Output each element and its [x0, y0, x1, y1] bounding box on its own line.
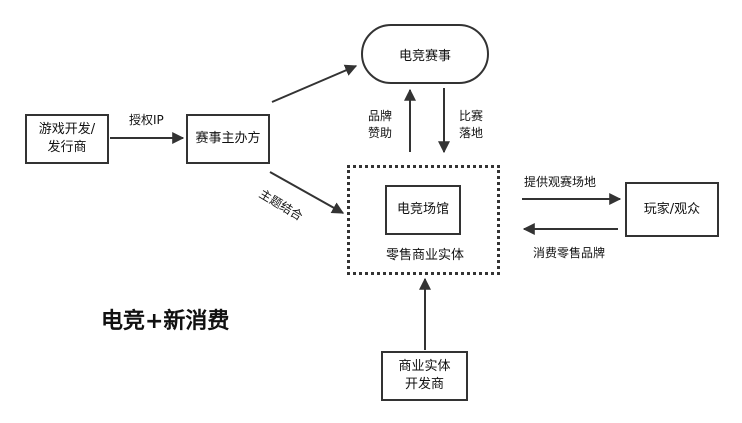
diagram-title: 电竞+新消费 [101, 309, 230, 334]
arrow-theme-combine [269, 171, 345, 214]
node-event-organizer: 赛事主办方 [186, 114, 270, 164]
node-players-label: 玩家/观众 [643, 201, 701, 217]
node-game-developer: 游戏开发/发行商 [25, 114, 109, 164]
node-esports-event: 电竞赛事 [361, 24, 489, 84]
node-esports-venue: 电竞场馆 [385, 185, 461, 235]
arrow-organizer-to-event [271, 64, 358, 103]
node-retail-developer-label: 商业实体开发商 [398, 359, 451, 392]
edge-label-consume-retail: 消费零售品牌 [533, 246, 606, 260]
edge-label-provide-venue: 提供观赛场地 [524, 175, 597, 189]
node-retail-developer: 商业实体开发商 [381, 351, 468, 401]
node-esports-event-label: 电竞赛事 [398, 48, 451, 64]
retail-entity-label: 零售商业实体 [386, 248, 465, 263]
node-esports-venue-label: 电竞场馆 [396, 202, 449, 217]
node-event-organizer-label: 赛事主办方 [195, 131, 261, 146]
edge-label-license-ip: 授权IP [129, 113, 164, 127]
node-game-developer-label: 游戏开发/发行商 [38, 122, 96, 155]
edge-label-event-landing: 比赛落地 [459, 109, 484, 140]
edge-label-brand-sponsor: 品牌赞助 [368, 109, 393, 140]
node-players: 玩家/观众 [625, 182, 719, 237]
retail-entity-container [347, 165, 500, 275]
